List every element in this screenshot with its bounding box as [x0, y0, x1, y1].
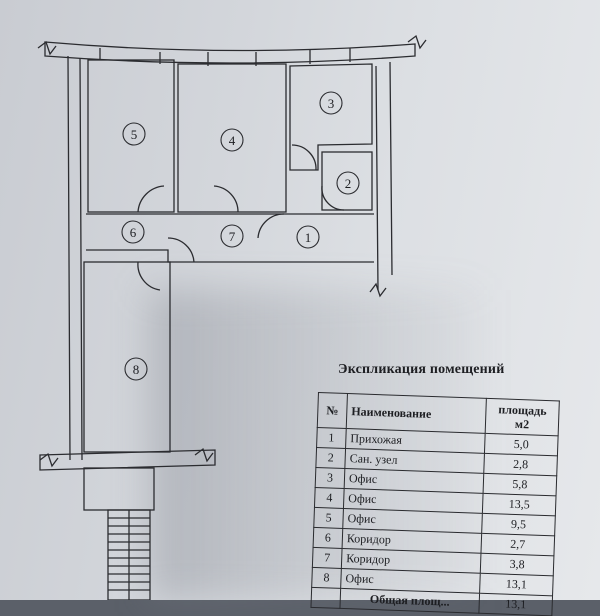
room-5 — [87, 59, 175, 213]
header-area: площадь м2 — [485, 398, 560, 436]
shadow-area — [150, 290, 480, 600]
vestibule — [83, 467, 155, 511]
cell-num: 4 — [314, 487, 345, 509]
stairs — [107, 509, 151, 600]
room-circle — [319, 91, 343, 115]
room-circle — [121, 220, 145, 244]
room-circle — [220, 128, 244, 152]
door-arc — [137, 185, 165, 213]
room-4 — [177, 63, 287, 213]
total-label: Общая площ... — [339, 588, 480, 614]
cell-num: 6 — [313, 527, 343, 549]
total-area: 13,1 — [478, 593, 553, 616]
door-arc — [321, 185, 345, 211]
table-title: Экспликация помещений — [338, 362, 505, 377]
room-label: 2 — [345, 176, 352, 191]
room-circle — [336, 171, 360, 195]
header-name: Наименование — [346, 393, 487, 434]
door-arc — [257, 213, 285, 239]
cell-num: 1 — [316, 427, 347, 449]
door-arc — [167, 237, 195, 263]
room-label: 6 — [130, 225, 137, 240]
header-num: № — [317, 392, 348, 429]
cell-num: 7 — [312, 547, 343, 569]
room-label: 8 — [133, 362, 140, 377]
room-label: 1 — [305, 230, 312, 245]
door-arc — [291, 144, 317, 171]
lower-wall — [39, 449, 216, 471]
cell-area: 5,8 — [483, 473, 557, 496]
cell-num: 8 — [311, 567, 342, 589]
outer-wall-left — [67, 55, 83, 461]
room-circle — [124, 357, 148, 381]
outer-wall-right — [375, 61, 393, 291]
cell-num: 2 — [315, 447, 346, 469]
cell-area: 13,1 — [479, 573, 554, 596]
cell-area: 9,5 — [481, 513, 556, 536]
cell-num: 5 — [313, 507, 344, 529]
door-arc — [137, 261, 161, 291]
room-2 — [321, 151, 373, 211]
cell-num: 3 — [315, 467, 345, 489]
cell-area: 3,8 — [480, 553, 554, 576]
cell-area: 5,0 — [484, 433, 559, 456]
room-circle — [122, 122, 146, 146]
paper-sheet — [0, 0, 600, 600]
floor-plan: 1 2 3 4 5 6 7 8 — [37, 34, 427, 600]
explication-table: № Наименование площадь м2 1 Прихожая 5,0… — [310, 392, 560, 616]
cell-num — [310, 587, 341, 609]
room-circle — [296, 225, 320, 249]
room-label: 7 — [229, 229, 236, 244]
door-arc — [213, 185, 239, 213]
room-label: 3 — [328, 96, 335, 111]
room-label: 5 — [131, 127, 138, 142]
cell-area: 13,5 — [482, 493, 557, 516]
cell-area: 2,8 — [483, 453, 558, 476]
outer-wall-top — [44, 41, 416, 64]
room-label: 4 — [229, 133, 236, 148]
corridor-band — [86, 213, 374, 263]
room-8 — [83, 261, 171, 453]
room-circle — [220, 224, 244, 248]
room-3 — [289, 63, 373, 171]
cell-area: 2,7 — [480, 533, 555, 556]
